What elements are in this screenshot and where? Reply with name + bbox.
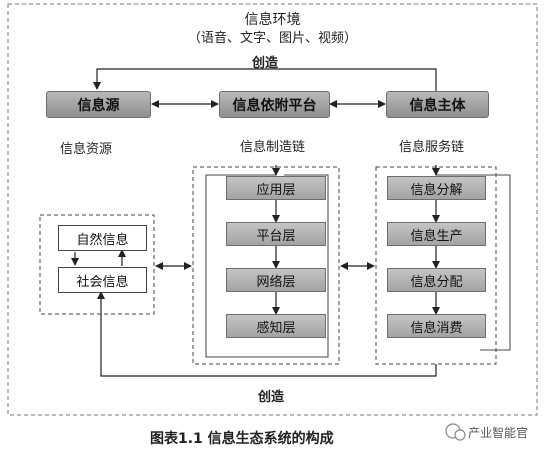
platform-node: 信息依附平台 [219,91,330,118]
environment-frame [7,3,538,416]
info-produce-box: 信息生产 [387,222,486,246]
top-create-label: 创造 [252,56,279,71]
bottom-create-loop [97,291,437,377]
perception-layer-box: 感知层 [226,314,326,338]
application-layer-box: 应用层 [226,176,326,200]
bottom-create-label: 创造 [258,390,285,405]
network-layer-box: 网络层 [226,268,326,292]
natural-info-box: 自然信息 [58,225,147,251]
wechat-icon [445,423,466,441]
environment-subtitle: （语音、文字、图片、视频） [187,31,357,46]
info-distribute-box: 信息分配 [387,268,486,292]
subject-node: 信息主体 [386,91,489,118]
info-decompose-box: 信息分解 [387,176,486,200]
service-loop [436,174,511,351]
environment-title: 信息环境 [244,12,301,28]
service-chain-label: 信息服务链 [399,140,465,155]
top-create-loop [93,68,437,91]
social-info-box: 社会信息 [58,267,147,293]
platform-layer-box: 平台层 [226,222,326,246]
info-consume-box: 信息消费 [387,314,486,338]
watermark-text: 产业智能官 [468,426,529,440]
resource-label: 信息资源 [60,142,113,157]
manufacture-chain-label: 信息制造链 [240,140,306,155]
resource-group [39,214,155,315]
figure-caption: 图表1.1 信息生态系统的构成 [150,431,334,447]
source-node: 信息源 [46,91,151,118]
manufacture-group [192,166,340,365]
manufacture-loop [205,174,329,358]
